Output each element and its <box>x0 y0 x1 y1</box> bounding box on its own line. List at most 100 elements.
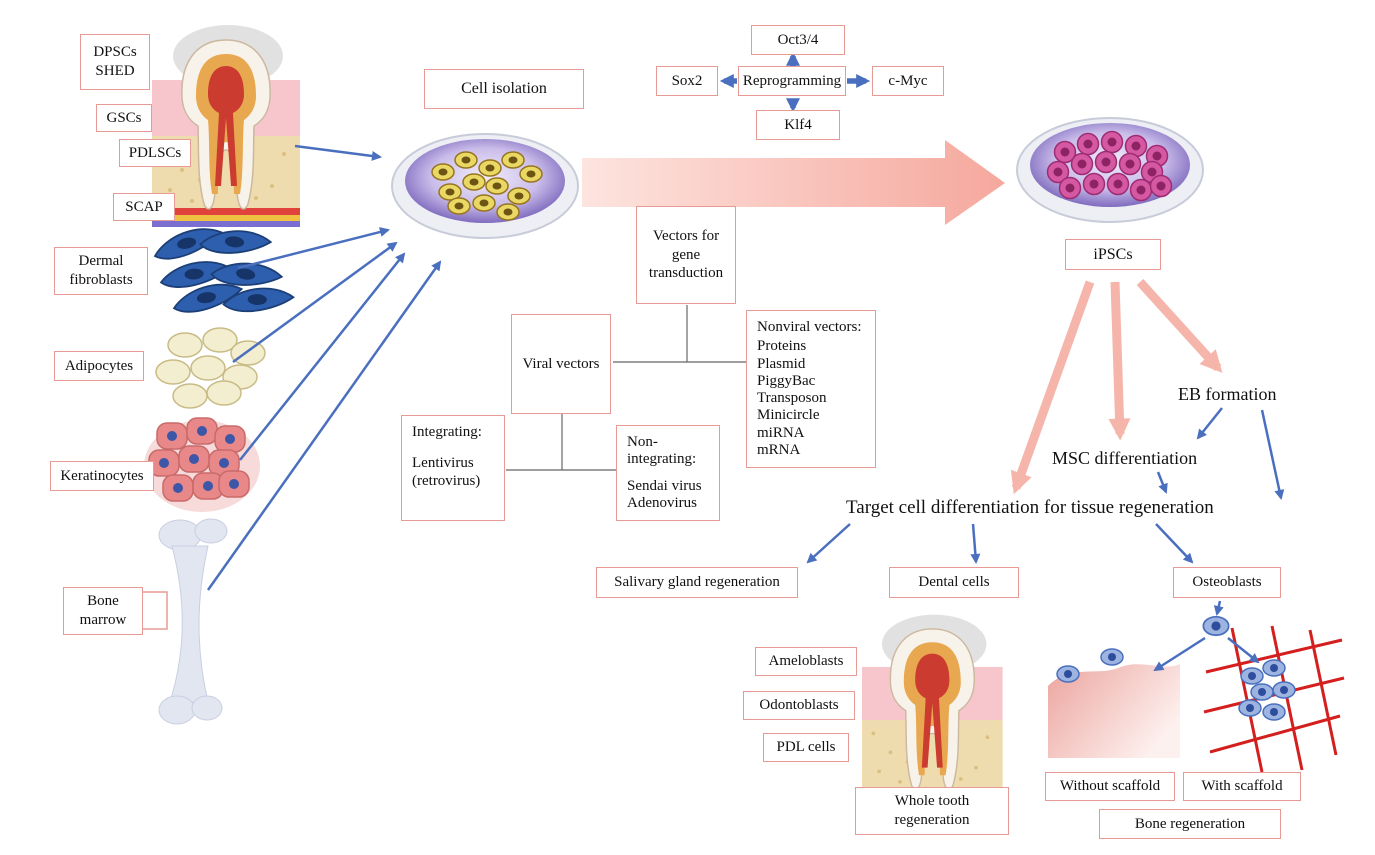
ameloblasts-box: Ameloblasts <box>755 647 857 676</box>
arrow-msc-to-target <box>1156 471 1168 494</box>
osteoblasts-text: Osteoblasts <box>1192 574 1262 591</box>
nonviral-item: Minicircle <box>757 407 820 424</box>
ipscs-text: iPSCs <box>1093 245 1133 263</box>
arrow-adipocytes-to-dish <box>232 241 398 364</box>
nonviral-item: Proteins <box>757 338 807 355</box>
with-scaffold-box: With scaffold <box>1183 772 1301 801</box>
scap-label: SCAP <box>113 193 175 221</box>
cmyc-box: c-Myc <box>872 66 944 96</box>
arrow-ipsc-to-eb <box>1136 278 1223 373</box>
keratinocyte-cells-illustration <box>144 417 260 512</box>
nonviral-item: Transposon <box>757 390 827 406</box>
vector-tree-connectors <box>506 305 746 471</box>
adipocytes-label: Adipocytes <box>54 351 144 381</box>
gscs-text: GSCs <box>106 109 142 126</box>
ipscs-label: iPSCs <box>1065 239 1161 270</box>
pdl-cells-text: PDL cells <box>776 739 836 756</box>
without-scaffold-text: Without scaffold <box>1059 778 1161 795</box>
sox2-box: Sox2 <box>656 66 718 96</box>
cell-isolation-dish <box>391 133 579 239</box>
tissue-without-scaffold-illustration <box>1048 648 1180 758</box>
cell-isolation-text: Cell isolation <box>461 80 547 97</box>
dpscs-shed-label: DPSCs SHED <box>80 34 150 90</box>
scaffold-illustration <box>1203 625 1345 773</box>
pdlscs-label: PDLSCs <box>119 139 191 167</box>
pdl-cells-box: PDL cells <box>763 733 849 762</box>
arrow-tooth-to-dish <box>294 144 382 161</box>
reprogramming-box: Reprogramming <box>738 66 846 96</box>
pdlscs-text: PDLSCs <box>128 144 182 161</box>
salivary-gland-box: Salivary gland regeneration <box>596 567 798 598</box>
adipocyte-cells-illustration <box>155 327 266 409</box>
salivary-gland-text: Salivary gland regeneration <box>614 574 780 591</box>
ipsc-dish <box>1016 117 1204 223</box>
dermal-fibroblasts-label: Dermal fibroblasts <box>54 247 148 295</box>
nonintegrating-item: Adenovirus <box>627 494 697 511</box>
bone-marrow-label: Bone marrow <box>63 587 143 635</box>
viral-vectors-text: Viral vectors <box>522 355 600 372</box>
oct34-text: Oct3/4 <box>777 31 819 48</box>
dental-cells-text: Dental cells <box>918 574 990 591</box>
vectors-root-text: Vectors for gene transduction <box>648 227 724 282</box>
cmyc-text: c-Myc <box>888 72 928 89</box>
nonviral-item: mRNA <box>757 441 801 458</box>
adipocytes-text: Adipocytes <box>64 357 134 374</box>
reprogramming-flow-arrow <box>582 140 1005 225</box>
odontoblasts-text: Odontoblasts <box>759 697 839 714</box>
arrow-ipsc-to-msc <box>1108 281 1131 441</box>
osteoblasts-box: Osteoblasts <box>1173 567 1281 598</box>
whole-tooth-text: Whole tooth regeneration <box>894 793 970 828</box>
viral-vectors-box: Viral vectors <box>511 314 611 414</box>
cell-isolation-label: Cell isolation <box>424 69 584 109</box>
arrow-eb-down <box>1260 409 1285 500</box>
integrating-item: (retrovirus) <box>412 472 481 489</box>
keratinocytes-text: Keratinocytes <box>60 467 144 484</box>
nonviral-item: Plasmid <box>757 355 806 372</box>
odontoblasts-box: Odontoblasts <box>743 691 855 720</box>
nonviral-vectors-box: Nonviral vectors: Proteins Plasmid Piggy… <box>746 310 876 468</box>
reprogramming-text: Reprogramming <box>742 72 842 89</box>
dermal-fibroblasts-text: Dermal fibroblasts <box>69 253 133 288</box>
bone-illustration <box>136 518 228 725</box>
arrow-keratinocytes-to-dish <box>239 252 406 461</box>
eb-formation-label: EB formation <box>1178 384 1277 404</box>
arrow-fibroblasts-to-dish <box>237 227 390 270</box>
arrow-target-to-osteoblasts <box>1155 523 1194 564</box>
target-cell-differentiation-label: Target cell differentiation for tissue r… <box>846 497 1214 518</box>
arrow-bone-to-dish <box>206 260 442 591</box>
msc-differentiation-label: MSC differentiation <box>1052 448 1198 468</box>
whole-tooth-box: Whole tooth regeneration <box>855 787 1009 835</box>
keratinocytes-label: Keratinocytes <box>50 461 154 491</box>
ameloblasts-text: Ameloblasts <box>768 653 844 670</box>
without-scaffold-box: Without scaffold <box>1045 772 1175 801</box>
arrow-ipsc-to-target-cell <box>1010 280 1095 495</box>
nonintegrating-item: Sendai virus <box>627 477 702 494</box>
dpscs-shed-text: DPSCs SHED <box>93 44 137 79</box>
bone-regeneration-box: Bone regeneration <box>1099 809 1281 839</box>
scap-text: SCAP <box>125 198 163 215</box>
arrow-cell-to-scaffold <box>1227 637 1260 664</box>
bone-marrow-text: Bone marrow <box>79 593 127 628</box>
arrow-target-to-salivary <box>806 523 851 564</box>
integrating-title: Integrating: <box>412 424 482 440</box>
klf4-text: Klf4 <box>784 116 812 133</box>
nonviral-vectors-title: Nonviral vectors: <box>757 319 862 335</box>
klf4-box: Klf4 <box>756 110 840 140</box>
osteoblast-cell-illustration <box>1202 615 1230 637</box>
nonviral-item: miRNA <box>757 424 805 441</box>
nonintegrating-title: Non-integrating: <box>627 434 697 468</box>
sox2-text: Sox2 <box>671 72 703 89</box>
vectors-root-box: Vectors for gene transduction <box>636 206 736 304</box>
arrow-target-to-dental <box>970 523 981 564</box>
arrow-cell-to-tissue <box>1153 636 1206 672</box>
dental-cells-box: Dental cells <box>889 567 1019 598</box>
integrating-box: Integrating: Lentivirus (retrovirus) <box>401 415 505 521</box>
arrow-eb-to-msc <box>1196 407 1223 440</box>
nonintegrating-box: Non-integrating: Sendai virus Adenovirus <box>616 425 720 521</box>
tooth-regeneration-illustration <box>861 613 1004 808</box>
nonviral-item: PiggyBac <box>757 372 816 389</box>
arrow-osteoblasts-to-cell <box>1213 600 1224 616</box>
fibroblast-cells-illustration <box>150 223 295 316</box>
